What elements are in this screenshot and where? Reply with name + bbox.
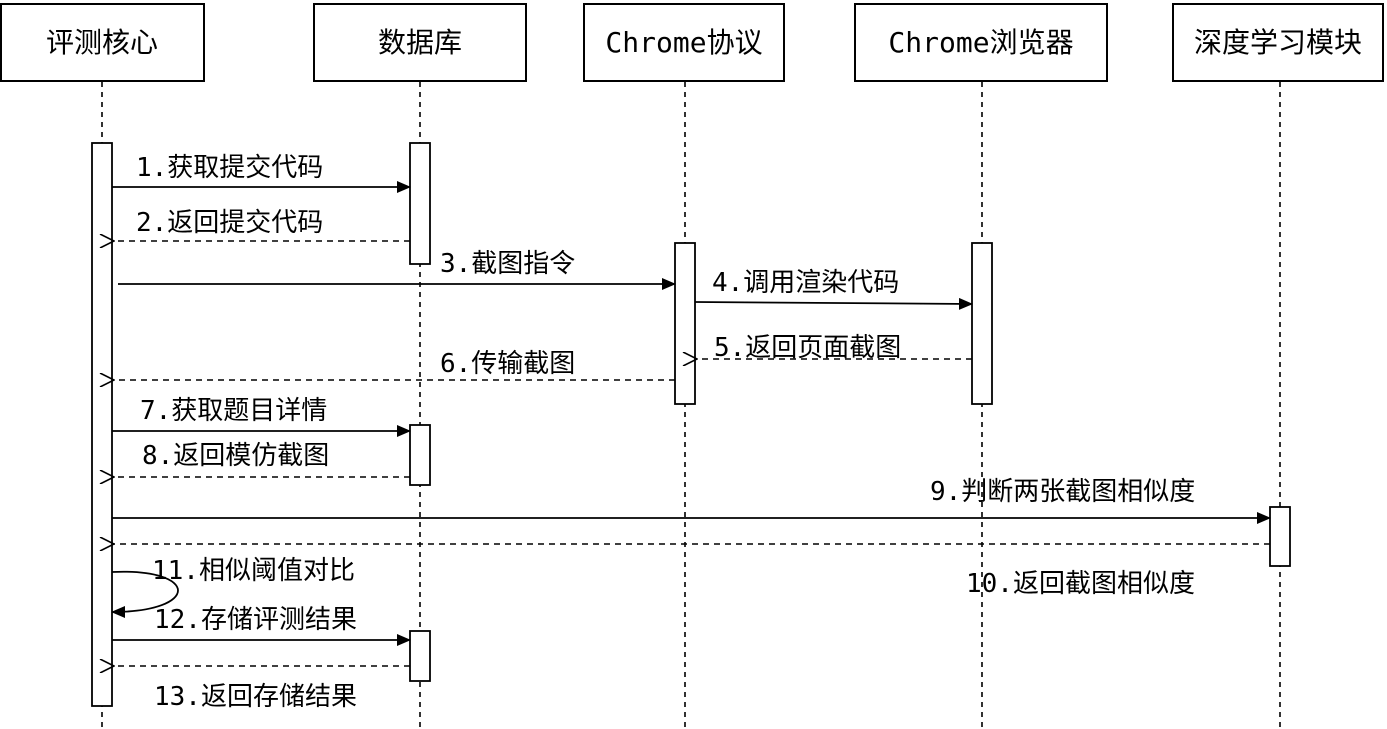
participant-label-cdp: Chrome协议 bbox=[605, 26, 762, 59]
activation-dl bbox=[1269, 506, 1291, 567]
message-label-5: 5.返回页面截图 bbox=[714, 333, 901, 363]
message-label-4: 4.调用渲染代码 bbox=[712, 268, 899, 298]
message-label-2: 2.返回提交代码 bbox=[136, 208, 323, 238]
message-label-7: 7.获取题目详情 bbox=[140, 396, 327, 426]
participant-label-db: 数据库 bbox=[378, 26, 462, 59]
participant-db: 数据库 bbox=[313, 3, 527, 82]
activation-db-2 bbox=[409, 424, 431, 486]
message-label-12: 12.存储评测结果 bbox=[154, 605, 357, 635]
participant-core: 评测核心 bbox=[0, 3, 205, 82]
participant-dl: 深度学习模块 bbox=[1172, 3, 1384, 82]
participant-cdp: Chrome协议 bbox=[583, 3, 785, 82]
message-label-10: 10.返回截图相似度 bbox=[966, 569, 1195, 599]
activation-db-1 bbox=[409, 142, 431, 265]
participant-browser: Chrome浏览器 bbox=[854, 3, 1108, 82]
participant-label-dl: 深度学习模块 bbox=[1194, 26, 1362, 59]
message-label-9: 9.判断两张截图相似度 bbox=[930, 477, 1195, 507]
activation-browser bbox=[971, 242, 993, 405]
activation-db-3 bbox=[409, 630, 431, 682]
message-label-6: 6.传输截图 bbox=[440, 349, 575, 379]
message-label-8: 8.返回模仿截图 bbox=[142, 441, 329, 471]
activation-cdp bbox=[674, 242, 696, 405]
activation-core bbox=[91, 142, 113, 707]
message-label-13: 13.返回存储结果 bbox=[154, 682, 357, 712]
participant-label-core: 评测核心 bbox=[46, 26, 158, 59]
message-label-1: 1.获取提交代码 bbox=[136, 153, 323, 183]
message-label-11: 11.相似阈值对比 bbox=[152, 556, 355, 586]
message-label-3: 3.截图指令 bbox=[440, 249, 575, 279]
message-arrow-4 bbox=[694, 297, 973, 310]
participant-label-browser: Chrome浏览器 bbox=[888, 26, 1073, 59]
message-arrow-11 bbox=[111, 570, 179, 618]
